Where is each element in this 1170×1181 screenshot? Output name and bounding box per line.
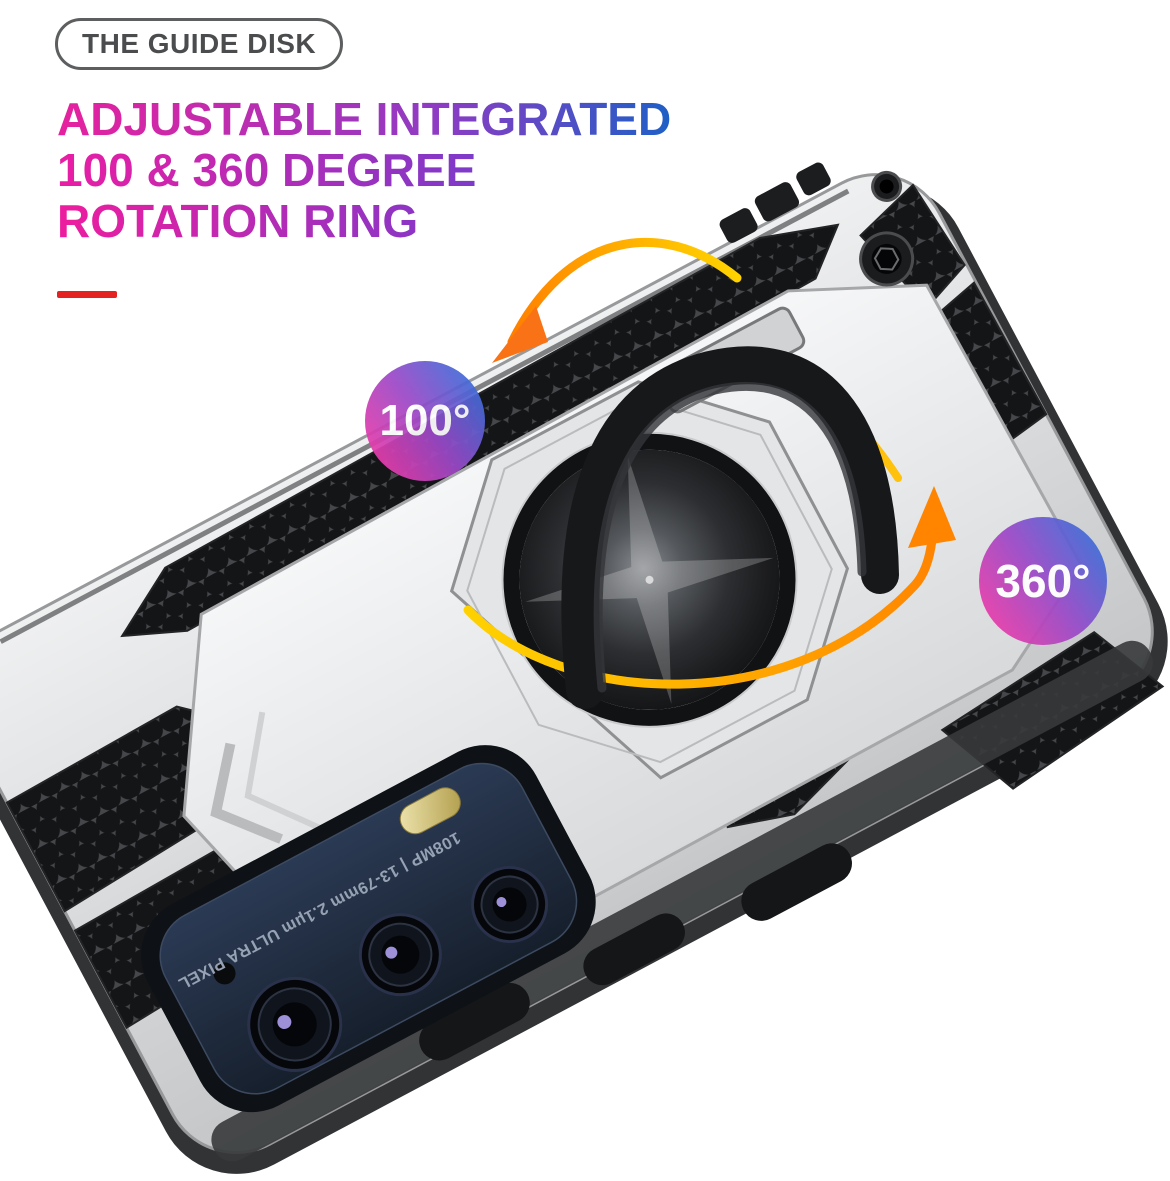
rotation-100-badge: 100°	[365, 361, 485, 481]
headline-line-2: 100 & 360 DEGREE	[57, 144, 477, 196]
side-buttons	[719, 162, 831, 243]
camera-flash	[399, 787, 461, 835]
corner-screw	[871, 170, 903, 202]
panel-chevron	[210, 742, 284, 844]
port-cutout	[419, 982, 530, 1061]
camera-lens	[358, 913, 442, 997]
tilt-arrow	[492, 237, 742, 363]
ring-arch-highlight	[593, 381, 867, 693]
headline: ADJUSTABLE INTEGRATED 100 & 360 DEGREE R…	[57, 94, 671, 247]
ring-kickstand	[561, 306, 899, 709]
red-accent-bar	[57, 291, 117, 298]
port-cutout	[583, 913, 685, 986]
corner-screw	[859, 231, 915, 287]
camera-module: 108MP | 13-79mm 2.1μm ULTRA PIXEL	[141, 745, 596, 1113]
camera-lens	[471, 866, 549, 944]
headline-line-1: ADJUSTABLE INTEGRATED	[57, 93, 672, 145]
side-button	[741, 843, 852, 921]
headline-line-3: ROTATION RING	[57, 195, 419, 247]
tilt-arrowhead-icon	[492, 306, 548, 363]
camera-lens	[247, 976, 343, 1072]
guide-disk-pill-badge: THE GUIDE DISK	[55, 18, 344, 70]
panel-chevron	[244, 711, 327, 834]
loop-arrowhead-icon	[908, 486, 956, 548]
camera-sensor	[213, 962, 236, 985]
rotation-360-badge: 360°	[979, 517, 1107, 645]
ring-arch	[561, 346, 899, 709]
